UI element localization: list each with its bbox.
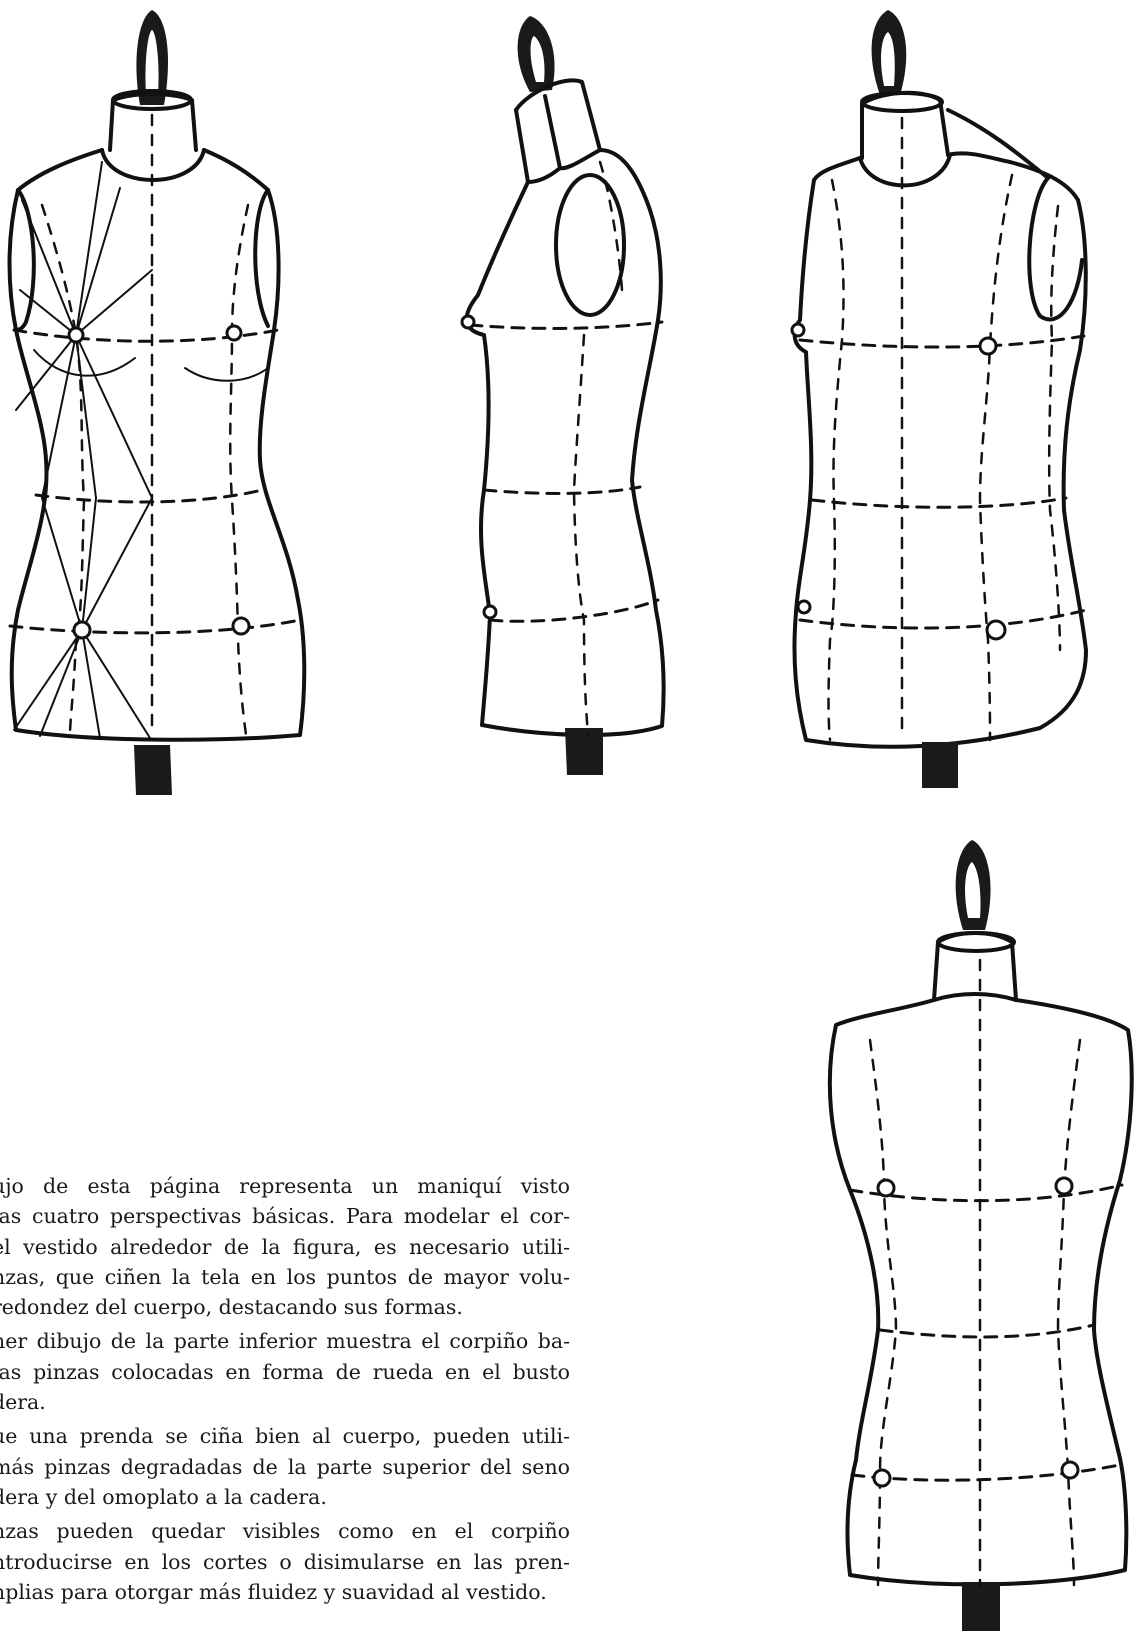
front-stand-icon <box>134 745 172 795</box>
body-text: ujo de esta página representa un maniquí… <box>0 1171 570 1611</box>
front-left-armhole <box>16 190 34 330</box>
text-line: las pinzas colocadas en forma de rueda e… <box>0 1357 570 1387</box>
side-stand-icon <box>565 728 603 775</box>
side-armhole <box>556 175 624 315</box>
text-line: nplias para otorgar más fluidez y suavid… <box>0 1577 570 1607</box>
text-line: ner dibujo de la parte inferior muestra … <box>0 1326 570 1356</box>
back-stand-icon <box>962 1582 1000 1631</box>
bust-dart-wheel <box>16 162 152 498</box>
text-line: ntroducirse en los cortes o disimularse … <box>0 1547 570 1577</box>
three-quarter-neckline <box>860 155 950 185</box>
text-line: ue una prenda se ciña bien al cuerpo, pu… <box>0 1421 570 1451</box>
text-line: nzas, que ciñen la tela en los puntos de… <box>0 1262 570 1292</box>
text-line: el vestido alrededor de la figura, es ne… <box>0 1232 570 1262</box>
text-line: dera y del omoplato a la cadera. <box>0 1482 570 1512</box>
text-line: dera. <box>0 1387 570 1417</box>
text-line: las cuatro perspectivas básicas. Para mo… <box>0 1201 570 1231</box>
three-quarter-armhole <box>1029 178 1082 319</box>
side-torso-outline <box>467 150 664 735</box>
paragraph-1: ujo de esta página representa un maniquí… <box>0 1171 570 1322</box>
three-quarter-torso-outline <box>794 153 1086 746</box>
front-view-mannequin <box>10 10 305 795</box>
three-quarter-view-mannequin <box>792 10 1086 788</box>
text-line: más pinzas degradadas de la parte superi… <box>0 1452 570 1482</box>
side-view-mannequin <box>462 16 664 775</box>
hip-dart-wheel <box>14 498 152 738</box>
text-line: redondez del cuerpo, destacando sus form… <box>0 1292 570 1322</box>
paragraph-4: nzas pueden quedar visibles como en el c… <box>0 1516 570 1607</box>
three-quarter-stand-icon <box>922 742 958 788</box>
text-line: ujo de esta página representa un maniquí… <box>0 1171 570 1201</box>
back-view-mannequin <box>830 840 1132 1631</box>
paragraph-2: ner dibujo de la parte inferior muestra … <box>0 1326 570 1417</box>
paragraph-3: ue una prenda se ciña bien al cuerpo, pu… <box>0 1421 570 1512</box>
front-right-armhole <box>255 190 268 326</box>
text-line: nzas pueden quedar visibles como en el c… <box>0 1516 570 1546</box>
